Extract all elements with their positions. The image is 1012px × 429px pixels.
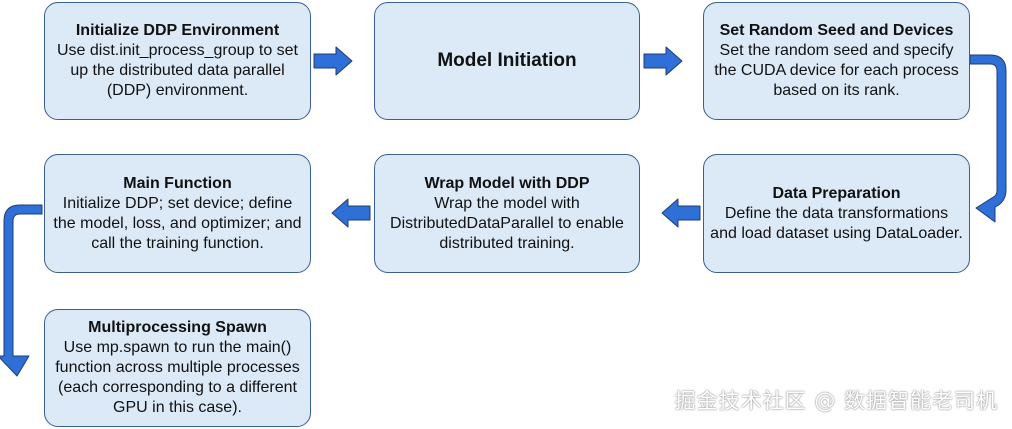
arrow-main-to-spawn (0, 204, 43, 377)
arrow-model-to-seed (643, 46, 683, 76)
model-initiation-box: Model Initiation (374, 2, 640, 120)
initialize-ddp-title: Initialize DDP Environment (75, 22, 280, 39)
initialize-ddp-box: Initialize DDP Environment Use dist.init… (44, 2, 311, 120)
watermark-text: 掘金技术社区 @ 数据智能老司机 (674, 389, 998, 413)
seed-devices-box: Set Random Seed and Devices Set the rand… (703, 2, 970, 120)
main-function-title: Main Function (123, 174, 232, 192)
wrap-model-box: Wrap Model with DDP Wrap the model with … (374, 154, 640, 273)
data-preparation-desc: Define the data transformations and load… (710, 204, 963, 242)
initialize-ddp-desc: Use dist.init_process_group to set up th… (56, 42, 298, 99)
multiprocessing-spawn-desc: Use mp.spawn to run the main() function … (55, 339, 300, 416)
multiprocessing-spawn-box: Multiprocessing Spawn Use mp.spawn to ru… (44, 309, 311, 427)
main-function-box: Main Function Initialize DDP; set device… (44, 154, 311, 273)
model-initiation-title: Model Initiation (437, 50, 577, 71)
wrap-model-desc: Wrap the model with DistributedDataParal… (390, 194, 624, 252)
data-preparation-box: Data Preparation Define the data transfo… (703, 154, 970, 273)
arrow-seed-to-data (969, 54, 1007, 223)
multiprocessing-spawn-title: Multiprocessing Spawn (88, 319, 267, 336)
arrow-data-to-wrap (661, 198, 701, 228)
seed-devices-desc: Set the random seed and specify the CUDA… (714, 42, 959, 99)
wrap-model-title: Wrap Model with DDP (424, 174, 590, 192)
arrow-wrap-to-main (331, 198, 371, 228)
data-preparation-title: Data Preparation (772, 184, 901, 202)
seed-devices-title: Set Random Seed and Devices (719, 22, 954, 39)
main-function-desc: Initialize DDP; set device; define the m… (53, 194, 302, 252)
arrow-init-to-model (313, 46, 353, 76)
